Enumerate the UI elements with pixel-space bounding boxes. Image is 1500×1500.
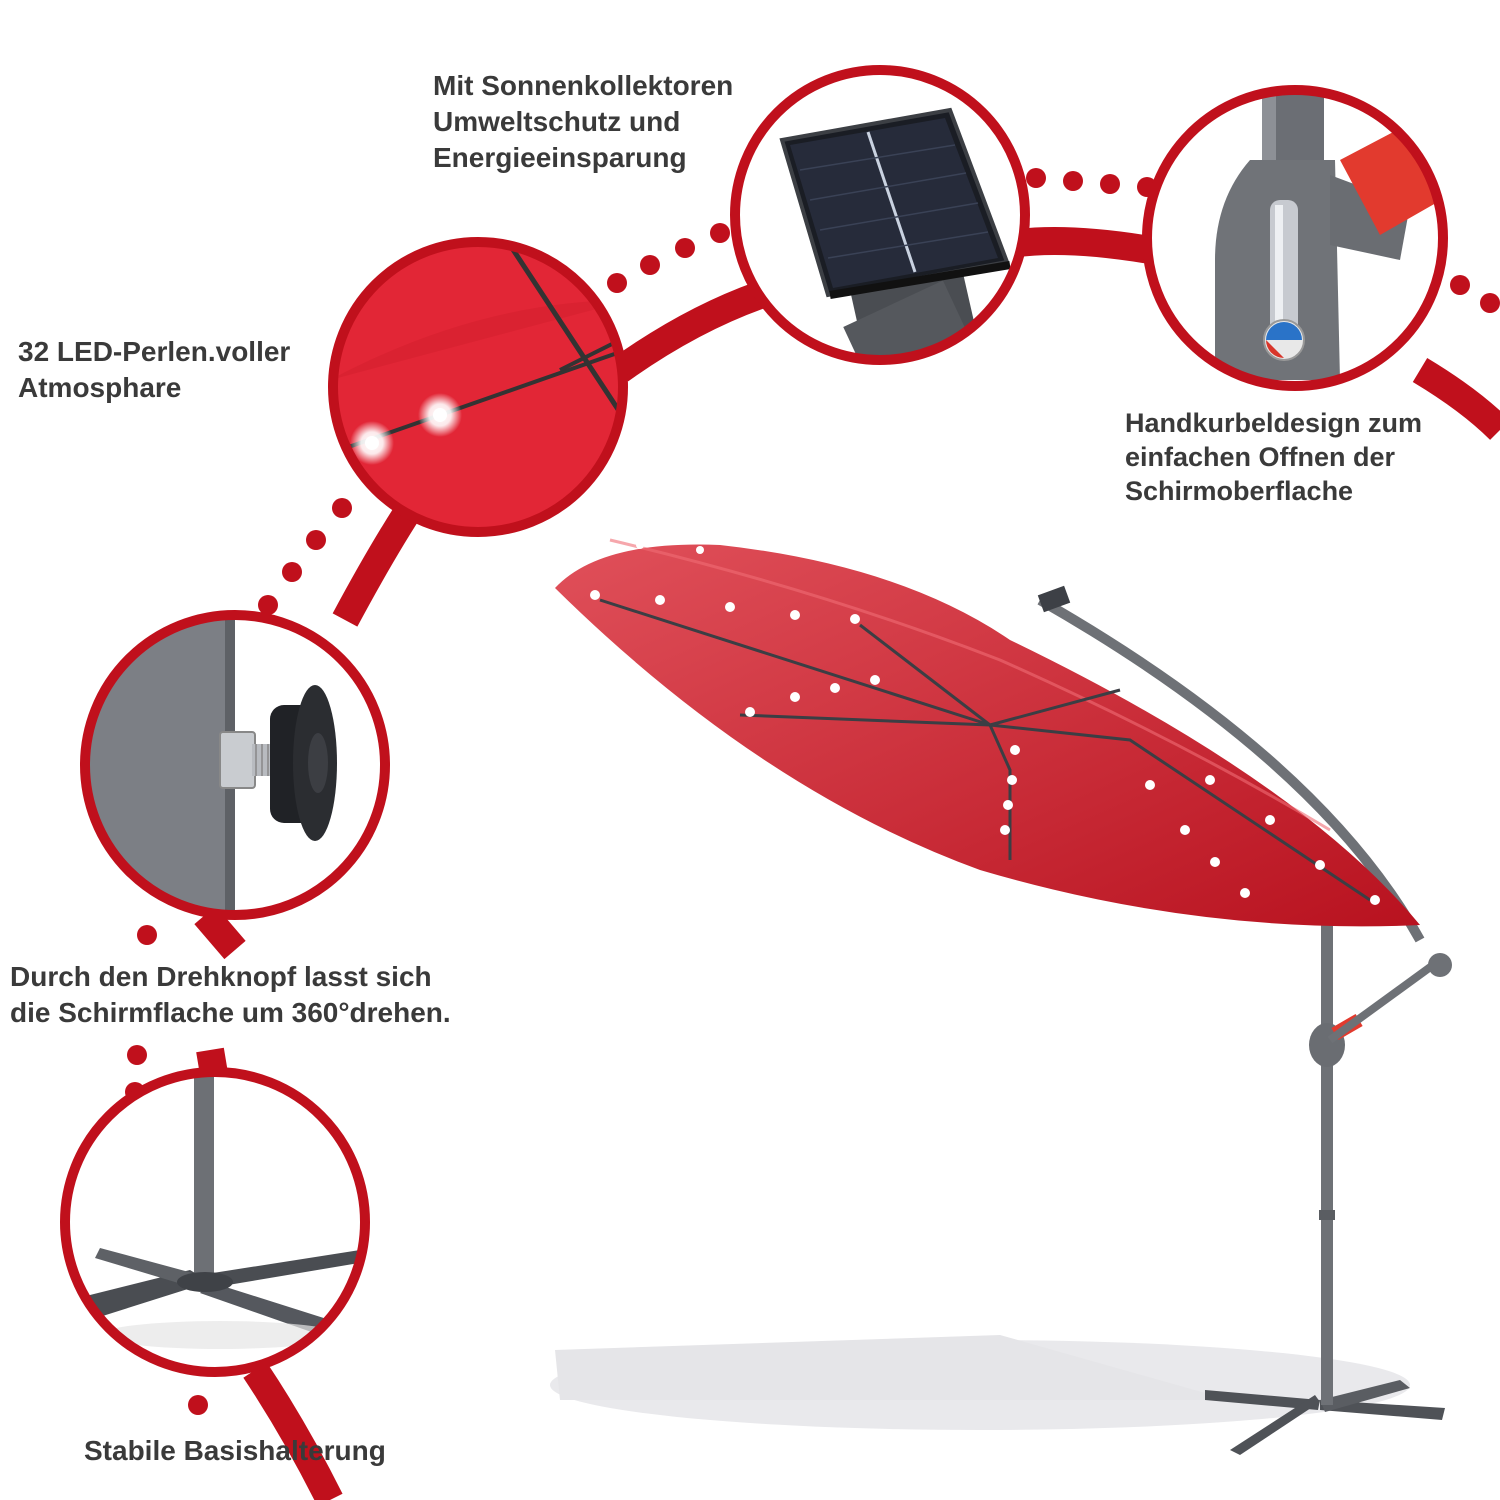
led-beads-detail: [328, 237, 628, 537]
base-line-1: Stabile Basishalterung: [84, 1435, 386, 1466]
led-line-1: 32 LED-Perlen.voller: [18, 336, 291, 367]
cantilever-umbrella-icon: [550, 538, 1452, 1455]
cross-base-detail: [60, 1067, 370, 1377]
hand-crank-detail: [1142, 85, 1448, 391]
led-feature-text: 32 LED-Perlen.voller Atmosphare: [18, 334, 290, 406]
crank-line-1: Handkurbeldesign zum: [1125, 408, 1423, 438]
rotate-line-1: Durch den Drehknopf lasst sich: [10, 961, 432, 992]
solar-line-3: Energieeinsparung: [433, 142, 687, 173]
cross-base-icon: [65, 1072, 365, 1372]
hand-crank-icon: [1147, 90, 1443, 386]
rotate-line-2: die Schirmflache um 360°drehen.: [10, 997, 451, 1028]
led-beads-icon: [333, 242, 623, 532]
crank-line-2: einfachen Offnen der: [1125, 442, 1396, 472]
led-line-2: Atmosphare: [18, 372, 182, 403]
solar-feature-text: Mit Sonnenkollektoren Umweltschutz und E…: [433, 68, 733, 176]
crank-line-3: Schirmoberflache: [1125, 476, 1354, 506]
solar-panel-icon: [735, 70, 1025, 360]
led-lights: [590, 541, 1380, 905]
solar-line-1: Mit Sonnenkollektoren: [433, 70, 734, 101]
solar-line-2: Umweltschutz und: [433, 106, 681, 137]
rotate-feature-text: Durch den Drehknopf lasst sich die Schir…: [10, 959, 451, 1031]
base-feature-text: Stabile Basishalterung: [84, 1433, 386, 1469]
crank-feature-text: Handkurbeldesign zum einfachen Offnen de…: [1125, 406, 1422, 508]
rotation-knob-detail: [80, 610, 390, 920]
dotted-connectors: [125, 168, 1500, 1415]
solar-panel-detail: [730, 65, 1030, 365]
